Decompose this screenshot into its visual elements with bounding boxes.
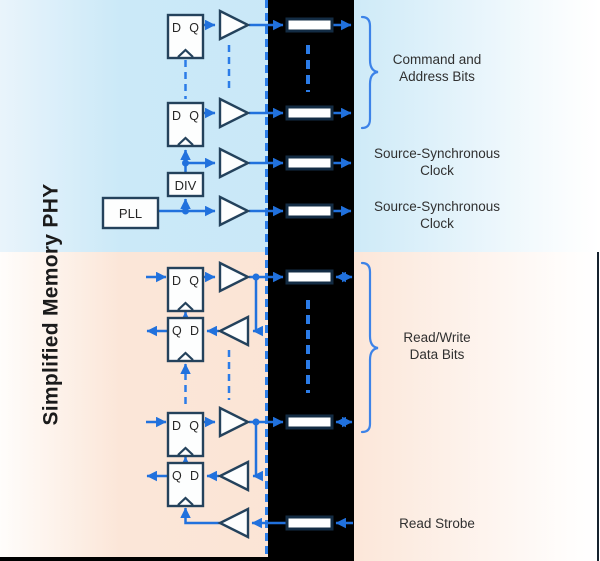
ff-d-label: D [172, 21, 181, 35]
dq-flipflop-5: D Q [166, 411, 205, 458]
ff-d-label: D [172, 109, 181, 123]
tx-buffer-4 [218, 406, 251, 438]
channel-trace-1 [285, 17, 334, 33]
channel-trace-5 [285, 269, 334, 285]
bottom-border-strip [0, 557, 354, 561]
label-line: Read/Write [403, 330, 471, 345]
channel-trace-3 [285, 155, 334, 171]
junction-dot-clock [182, 159, 189, 167]
brace-command-address [360, 15, 379, 130]
dq-flipflop-2: D Q [166, 101, 205, 148]
tx-buffer-3 [218, 261, 251, 293]
wire-strobe-to-clock [180, 507, 220, 525]
clock-notch-icon [177, 351, 194, 361]
label-read-write-data: Read/Write Data Bits [357, 329, 517, 363]
clock-buffer-1 [218, 147, 251, 179]
rx-buffer-1 [217, 315, 250, 347]
dq-flipflop-1: D Q [166, 13, 205, 60]
ff-d-label: D [190, 469, 199, 483]
dq-flipflop-3: D Q [166, 266, 205, 313]
qd-flipflop-4: Q D [166, 316, 205, 363]
rx-buffer-strobe [217, 507, 250, 539]
clock-notch-icon [177, 48, 194, 58]
tx-buffer-2 [218, 97, 251, 129]
clock-notch-icon [177, 496, 194, 506]
channel-trace-4 [285, 203, 334, 219]
ff-q-label: Q [189, 419, 199, 433]
pll-label: PLL [119, 206, 142, 221]
clock-notch-icon [177, 136, 194, 146]
div-block: DIV [166, 171, 205, 198]
ff-q-label: Q [172, 469, 182, 483]
clock-buffer-2 [218, 195, 251, 227]
label-line: Clock [420, 216, 454, 231]
clock-notch-icon [177, 301, 194, 311]
channel-trace-6 [285, 414, 334, 430]
label-line: Address Bits [399, 69, 475, 84]
clock-notch-icon [177, 446, 194, 456]
ff-q-label: Q [189, 274, 199, 288]
channel-trace-7 [285, 515, 334, 531]
label-line: Data Bits [409, 347, 465, 362]
ff-q-label: Q [189, 109, 199, 123]
ff-q-label: Q [172, 324, 182, 338]
channel-trace-2 [285, 105, 334, 121]
label-command-address: Command and Address Bits [357, 51, 517, 85]
wire-junction-to-rx-buffer-2 [252, 422, 263, 482]
brace-read-write-data [360, 261, 379, 434]
tx-buffer-1 [218, 9, 251, 41]
ff-d-label: D [172, 419, 181, 433]
label-line: Clock [420, 163, 454, 178]
label-read-strobe: Read Strobe [399, 516, 475, 531]
rx-buffer-2 [217, 460, 250, 492]
ff-d-label: D [190, 324, 199, 338]
junction-dot-data-1 [252, 273, 260, 281]
ff-q-label: Q [189, 21, 199, 35]
junction-dot-pll [182, 207, 189, 215]
qd-flipflop-6: Q D [166, 461, 205, 508]
wire-junction-to-rx-buffer-1 [252, 277, 263, 337]
div-label: DIV [175, 178, 197, 193]
label-line: Command and [392, 52, 482, 67]
right-edge-border [597, 252, 599, 561]
label-source-sync-clock-2: Source-Synchronous Clock [357, 198, 517, 232]
label-source-sync-clock-1: Source-Synchronous Clock [357, 145, 517, 179]
ff-d-label: D [172, 274, 181, 288]
label-line: Source-Synchronous [373, 146, 501, 161]
junction-dot-data-2 [252, 418, 260, 426]
label-line: Source-Synchronous [373, 199, 501, 214]
pll-block: PLL [101, 196, 160, 230]
